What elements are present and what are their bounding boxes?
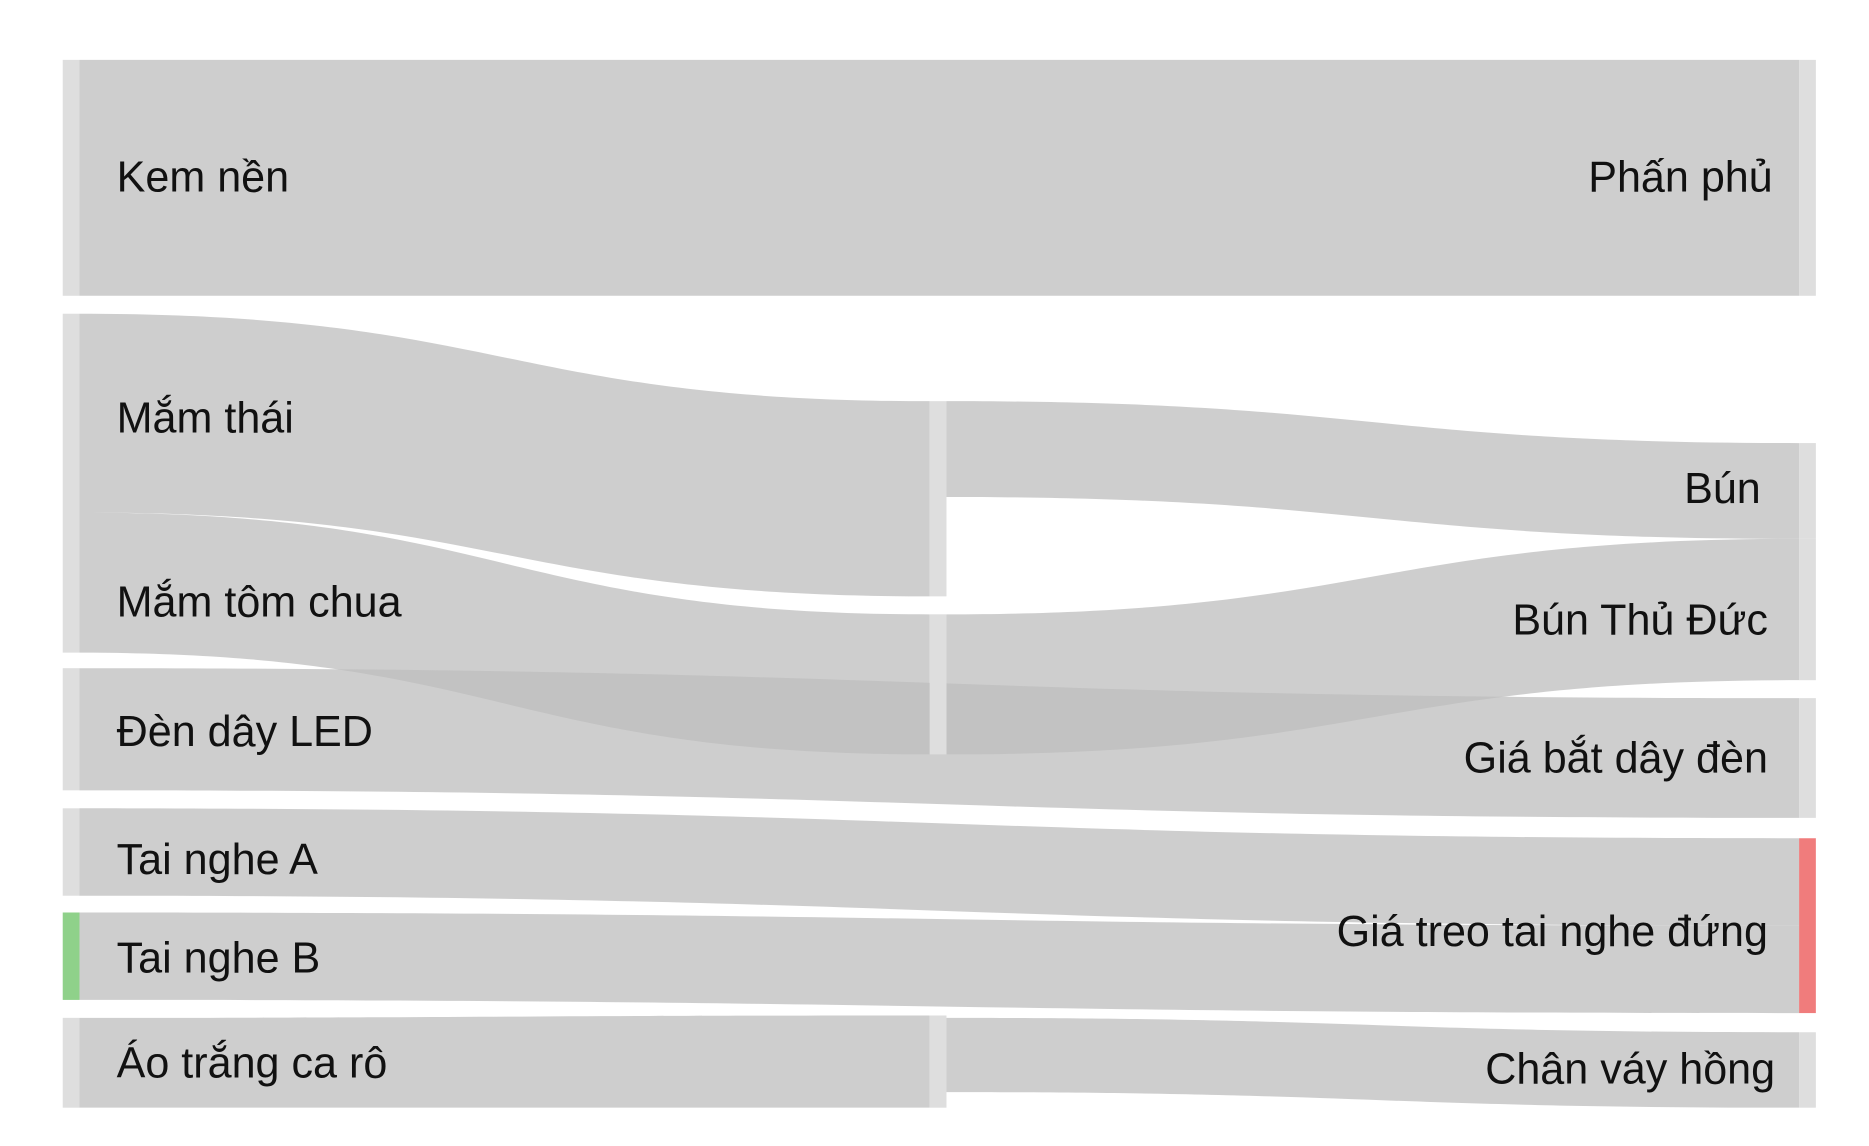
node-mid2 [929,614,947,755]
node-mid1 [929,401,947,597]
node-chanvay [1799,1032,1816,1108]
link-taiA-to-giatreo [79,808,1800,926]
node-label-bun: Bún [1684,465,1761,513]
node-giabat [1799,698,1816,818]
node-label-den-day-led: Đèn dây LED [117,708,373,756]
node-label-tai-nghe-b: Tai nghe B [117,934,321,982]
node-den [62,668,80,791]
link-mid1-to-bun [946,401,1800,539]
link-taiB-to-giatreo [79,912,1800,1014]
node-taiB [62,912,80,1000]
node-bunTD [1799,538,1816,681]
labels: Kem nền Mắm thái Mắm tôm chua Đèn dây LE… [117,154,1776,1094]
node-giatreo [1799,838,1816,1014]
node-label-bun-thu-duc: Bún Thủ Đức [1512,597,1768,645]
node-label-mam-tom-chua: Mắm tôm chua [117,579,402,627]
link-mamthai-to-mid1 [79,313,930,597]
node-mid3 [929,1015,947,1108]
node-label-tai-nghe-a: Tai nghe A [117,836,319,884]
node-taiA [62,808,80,896]
nodes [62,59,1816,1108]
node-label-phan-phu: Phấn phủ [1588,154,1773,202]
node-phan [1799,59,1816,296]
node-label-ao-trang-ca-ro: Áo trắng ca rô [117,1040,388,1088]
node-bun [1799,443,1816,539]
node-mamtom [62,512,80,653]
node-ao [62,1017,80,1108]
link-kem-to-phan [79,59,1800,296]
node-label-kem-nen: Kem nền [117,154,289,202]
link-mid3-to-chanvay [946,1017,1800,1108]
node-label-gia-treo-tai-nghe: Giá treo tai nghe đứng [1337,908,1768,956]
node-label-chan-vay-hong: Chân váy hồng [1485,1046,1775,1094]
node-label-mam-thai: Mắm thái [117,394,294,442]
node-kem [62,59,80,296]
node-mamthai [62,313,80,513]
link-ao-to-mid3 [79,1015,930,1108]
links [79,59,1800,1108]
node-label-gia-bat-day-den: Giá bắt dây đèn [1464,734,1768,782]
